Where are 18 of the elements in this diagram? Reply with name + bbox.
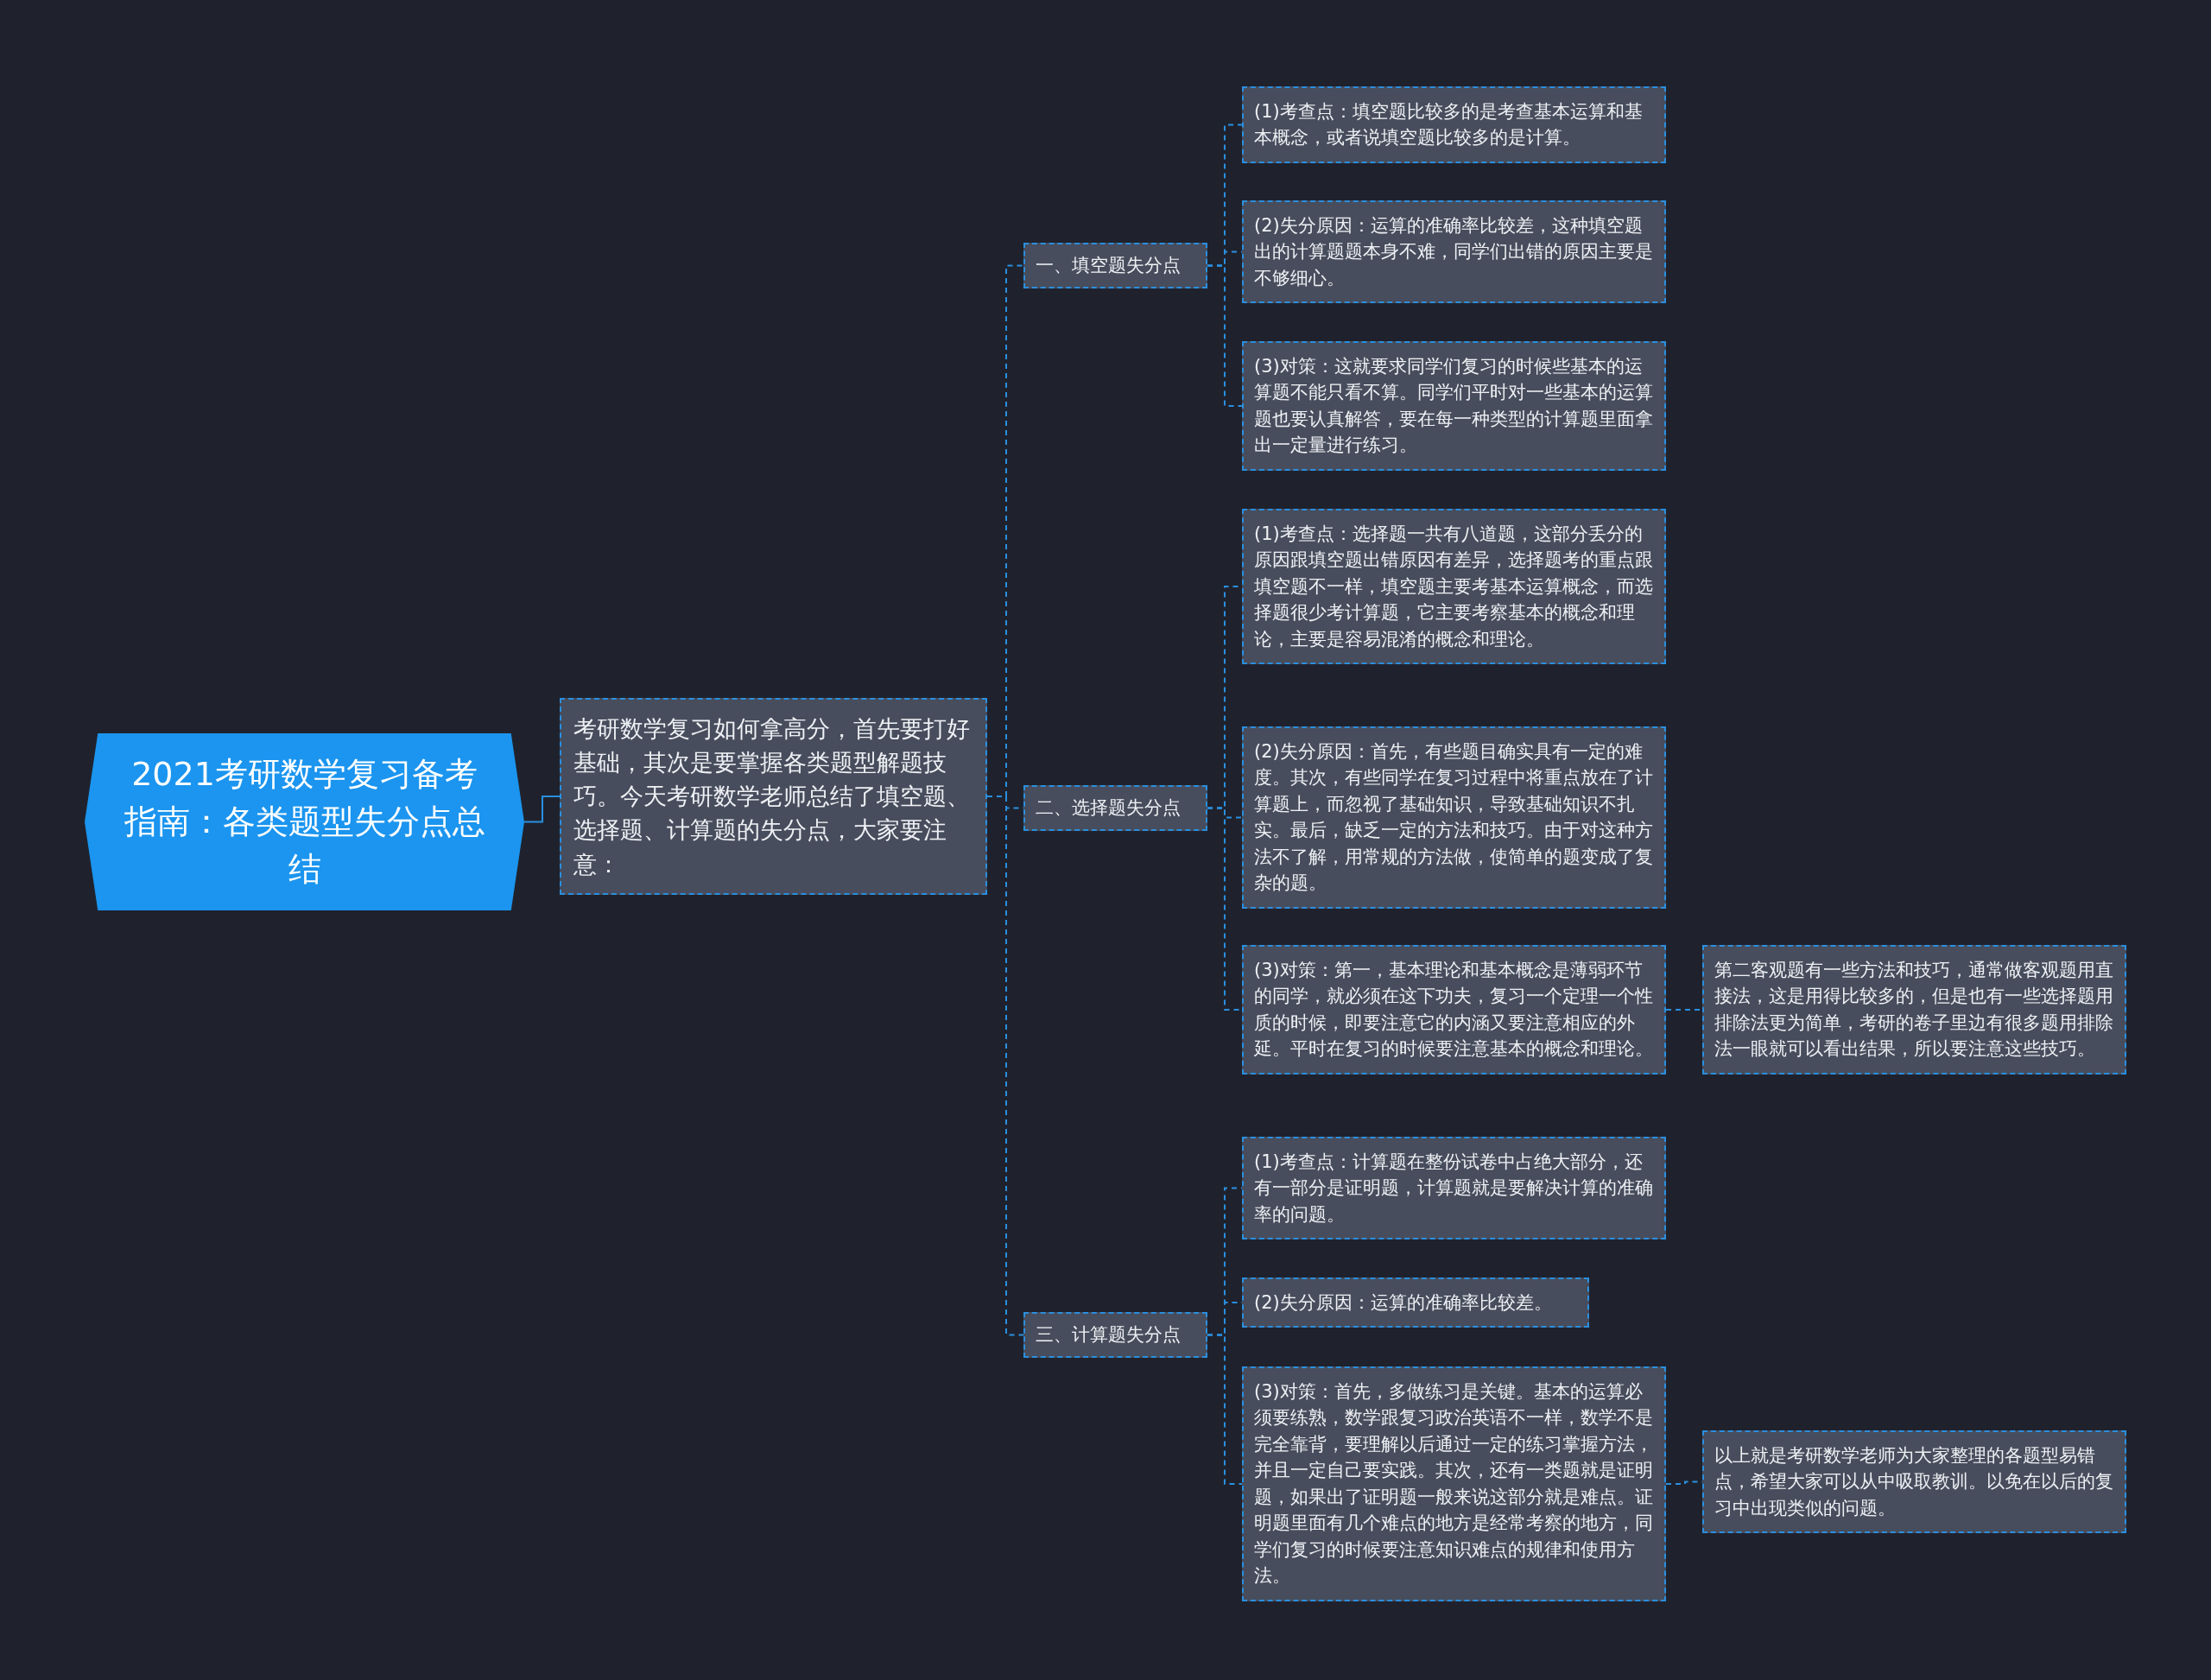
detail-box: (2)失分原因：运算的准确率比较差。 — [1242, 1277, 1589, 1328]
detail-box: 第二客观题有一些方法和技巧，通常做客观题用直接法，这是用得比较多的，但是也有一些选择题用排除法更为简单，考研的卷子里边有很多题用排除法一眼就可以看出结果，所以要注意这些技巧。 — [1702, 945, 2126, 1075]
detail-box: (3)对策：首先，多做练习是关键。基本的运算必须要练熟，数学跟复习政治英语不一样，数学不是完全靠背，要理解以后通过一定的练习掌握方法，并且一定自己要实践。其次，还有一类题就是证明题，如果出了证明题一般来说这部分就是难点。证明题里面有几个难点的地方是经常考察的地方，同学们复习的时候要注意知识难点的规律和使用方法。 — [1242, 1366, 1666, 1601]
category-box: 三、计算题失分点 — [1023, 1312, 1207, 1359]
connector-line — [523, 796, 561, 823]
detail-box: (1)考查点：选择题一共有八道题，这部分丢分的原因跟填空题出错原因有差异，选择题考的重点跟填空题不一样，填空题主要考基本运算概念，而选择题很少考计算题，它主要考察基本的概念和理论，主要是容易混淆的概念和理论。 — [1242, 509, 1666, 665]
detail-box: (2)失分原因：运算的准确率比较差，这种填空题出的计算题题本身不难，同学们出错的原因主要是不够细心。 — [1242, 200, 1666, 304]
summary-box: 考研数学复习如何拿高分，首先要打好基础，其次是要掌握各类题型解题技巧。今天考研数学老师总结了填空题、选择题、计算题的失分点，大家要注意： — [560, 698, 987, 895]
category-box: 一、填空题失分点 — [1023, 243, 1207, 289]
connector-line — [1207, 1334, 1243, 1485]
category-box: 二、选择题失分点 — [1023, 785, 1207, 832]
detail-box: (3)对策：第一，基本理论和基本概念是薄弱环节的同学，就必须在这下功夫，复习一个定理一个性质的时候，即要注意它的内涵又要注意相应的外延。平时在复习的时候要注意基本的概念和理论。 — [1242, 945, 1666, 1075]
detail-box: (3)对策：这就要求同学们复习的时候些基本的运算题不能只看不算。同学们平时对一些基本的运算题也要认真解答，要在每一种类型的计算题里面拿出一定量进行练习。 — [1242, 341, 1666, 471]
detail-box: (1)考查点：填空题比较多的是考查基本运算和基本概念，或者说填空题比较多的是计算。 — [1242, 86, 1666, 163]
detail-box: 以上就是考研数学老师为大家整理的各题型易错点，希望大家可以从中吸取教训。以免在以后的复习中出现类似的问题。 — [1702, 1430, 2126, 1534]
connector-line — [1207, 264, 1243, 407]
detail-box: (1)考查点：计算题在整份试卷中占绝大部分，还有一部分是证明题，计算题就是要解决计算的准确率的问题。 — [1242, 1137, 1666, 1240]
detail-box: (2)失分原因：首先，有些题目确实具有一定的难度。其次，有些同学在复习过程中将重点放在了计算题上，而忽视了基础知识，导致基础知识不扎实。最后，缺乏一定的方法和技巧。由于对这种方法不了解，用常规的方法做，使简单的题变成了复杂的题。 — [1242, 726, 1666, 909]
